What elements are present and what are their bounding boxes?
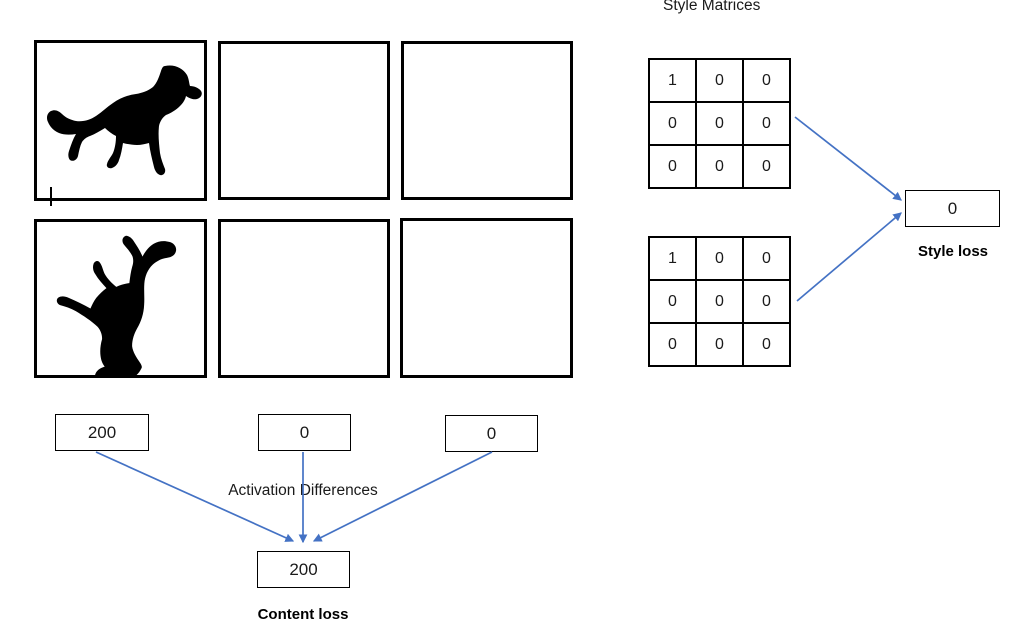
matrix2-cell-1-0: 0 [648, 279, 697, 324]
matrix2-cell-2-1: 0 [695, 322, 744, 367]
table-row: 0 0 0 [648, 322, 791, 367]
matrix2-cell-0-2: 0 [742, 236, 791, 281]
generated-featuremap-box-3[interactable] [400, 218, 573, 378]
matrix1-cell-1-0: 0 [648, 101, 697, 146]
style-matrix-2[interactable]: 1 0 0 0 0 0 0 0 0 [648, 236, 791, 367]
table-row: 0 0 0 [648, 279, 791, 324]
style-matrices-title: Style Matrices [663, 0, 761, 14]
activation-diff-value-2-text: 0 [299, 422, 310, 442]
matrix1-cell-2-1: 0 [695, 144, 744, 189]
matrix1-cell-2-0: 0 [648, 144, 697, 189]
matrix2-cell-1-1: 0 [695, 279, 744, 324]
text-cursor-artifact [50, 187, 52, 206]
dog-silhouette-standing-icon [37, 43, 204, 198]
table-row: 1 0 0 [648, 58, 791, 103]
matrix2-cell-2-0: 0 [648, 322, 697, 367]
activation-diff-value-1[interactable]: 200 [55, 414, 149, 451]
arrow-matrix1-to-style-loss [794, 116, 902, 201]
style-loss-value-text: 0 [947, 198, 958, 218]
content-loss-value-text: 200 [289, 559, 318, 579]
matrix1-cell-0-2: 0 [742, 58, 791, 103]
style-loss-label: Style loss [917, 243, 989, 260]
matrix1-cell-0-0: 1 [648, 58, 697, 103]
matrix1-cell-0-1: 0 [695, 58, 744, 103]
activation-diff-value-2[interactable]: 0 [258, 414, 351, 451]
generated-featuremap-box-2[interactable] [218, 219, 390, 378]
activation-differences-label: Activation Differences [228, 482, 378, 499]
dog-silhouette-rotated-icon [37, 222, 204, 375]
activation-diff-value-3[interactable]: 0 [445, 415, 538, 452]
matrix1-cell-1-2: 0 [742, 101, 791, 146]
matrix1-cell-2-2: 0 [742, 144, 791, 189]
activation-diff-value-1-text: 200 [87, 422, 117, 442]
table-row: 0 0 0 [648, 101, 791, 146]
matrix2-cell-2-2: 0 [742, 322, 791, 367]
content-loss-value[interactable]: 200 [257, 551, 350, 588]
table-row: 1 0 0 [648, 236, 791, 281]
generated-image-box[interactable] [34, 219, 207, 378]
activation-diff-value-3-text: 0 [486, 423, 497, 443]
matrix1-cell-1-1: 0 [695, 101, 744, 146]
matrix2-cell-0-0: 1 [648, 236, 697, 281]
matrix2-cell-0-1: 0 [695, 236, 744, 281]
content-image-box[interactable] [34, 40, 207, 201]
style-loss-value[interactable]: 0 [905, 190, 1000, 227]
content-featuremap-box-2[interactable] [218, 41, 390, 200]
matrix2-cell-1-2: 0 [742, 279, 791, 324]
arrow-matrix2-to-style-loss [796, 212, 902, 302]
style-matrix-1[interactable]: 1 0 0 0 0 0 0 0 0 [648, 58, 791, 189]
content-loss-label: Content loss [257, 606, 349, 623]
table-row: 0 0 0 [648, 144, 791, 189]
content-featuremap-box-3[interactable] [401, 41, 573, 200]
